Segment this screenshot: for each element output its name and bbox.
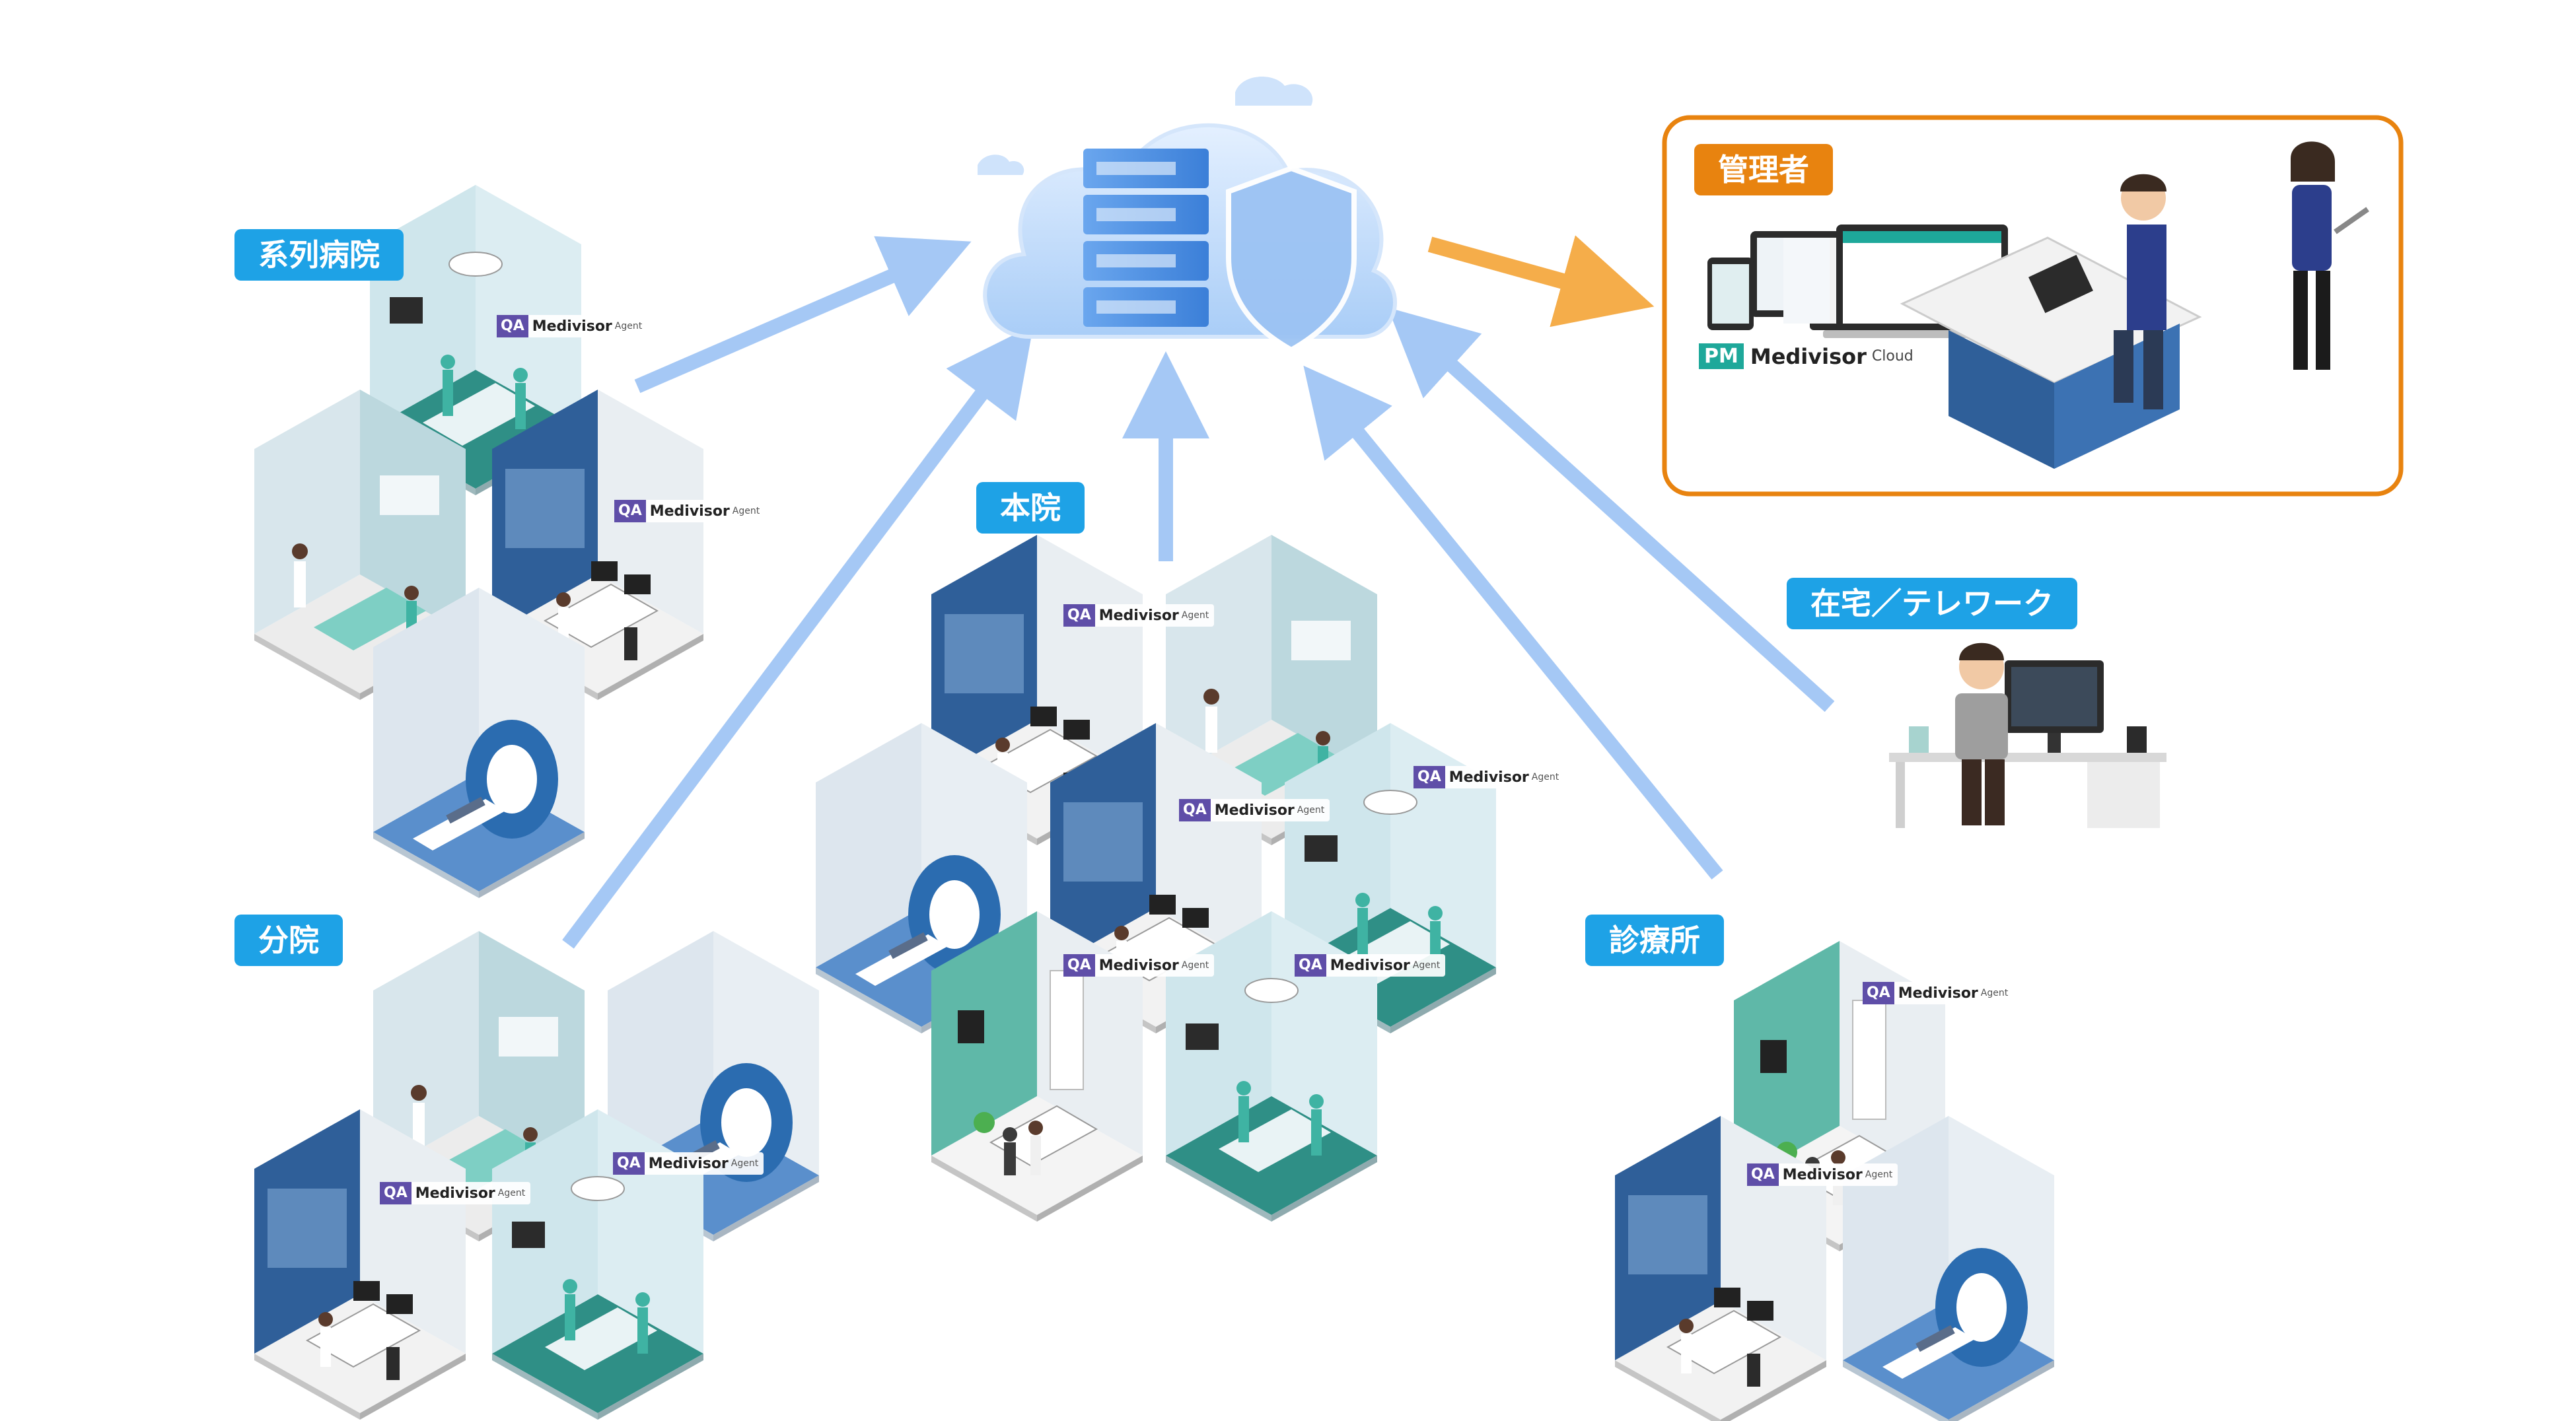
agent-tag: QA Medivisor Agent [497,315,648,337]
bunin-rooms [254,931,819,1420]
arrows [562,235,1835,949]
agent-sub: Agent [1297,805,1325,815]
agent-name: Medivisor [1449,769,1529,786]
agent-tag: QA Medivisor Agent [1063,954,1215,977]
agent-qa-mark: QA [1863,982,1894,1004]
arrow-shinryojo-to-cloud [1303,365,1723,880]
logo-sub: Cloud [1871,348,1914,364]
agent-qa-mark: QA [380,1182,411,1204]
label-telework: 在宅／テレワーク [1787,578,2077,629]
agent-qa-mark: QA [1063,604,1095,627]
agent-qa-mark: QA [497,315,528,337]
agent-tag: QA Medivisor Agent [1179,799,1330,821]
honin-rooms [816,534,1497,1222]
room-office-icon [1614,1115,1827,1421]
agent-tag: QA Medivisor Agent [614,500,766,522]
agent-tag: QA Medivisor Agent [380,1182,531,1204]
arrow-telework-to-cloud [1388,307,1835,712]
arrow-keiretsu-to-cloud [634,236,972,394]
monitor-devices-icon [1707,225,2021,338]
agent-sub: Agent [1865,1169,1893,1180]
label-honin: 本院 [976,482,1085,534]
agent-sub: Agent [732,506,760,516]
agent-name: Medivisor [1214,802,1295,819]
arrow-cloud-to-admin [1427,235,1655,328]
room-office-icon [254,1109,466,1420]
agent-tag: QA Medivisor Agent [1747,1163,1898,1186]
agent-sub: Agent [1531,772,1559,782]
keiretsu-rooms [254,184,704,898]
agent-tag: QA Medivisor Agent [1413,766,1565,788]
medivisor-cloud-logo: PM Medivisor Cloud [1699,343,1914,369]
agent-sub: Agent [1181,960,1209,971]
agent-name: Medivisor [1098,957,1179,974]
agent-name: Medivisor [532,318,612,335]
label-admin: 管理者 [1694,144,1833,195]
agent-qa-mark: QA [1413,766,1445,788]
agent-name: Medivisor [1782,1166,1863,1183]
label-keiretsu: 系列病院 [234,229,404,281]
label-shinryojo: 診療所 [1585,915,1724,966]
agent-qa-mark: QA [1295,954,1326,977]
server-stack-icon [1083,149,1209,327]
telework-desk-icon [1889,642,2166,828]
room-mri-icon [373,588,585,898]
agent-sub: Agent [497,1188,526,1198]
agent-name: Medivisor [649,503,730,520]
shield-icon [1226,165,1357,353]
label-bunin: 分院 [234,915,343,966]
agent-tag: QA Medivisor Agent [1863,982,2014,1004]
agent-name: Medivisor [1098,607,1179,624]
agent-tag: QA Medivisor Agent [1295,954,1446,977]
pm-logo-mark: PM [1699,343,1744,369]
agent-name: Medivisor [1330,957,1410,974]
agent-name: Medivisor [415,1185,495,1202]
agent-tag: QA Medivisor Agent [613,1152,764,1175]
cloud-server-icon [978,77,1398,353]
agent-sub: Agent [731,1158,759,1169]
agent-sub: Agent [1412,960,1441,971]
agent-name: Medivisor [648,1155,729,1172]
agent-qa-mark: QA [1063,954,1095,977]
agent-name: Medivisor [1898,985,1978,1002]
agent-sub: Agent [1181,610,1209,621]
agent-sub: Agent [1980,988,2009,998]
agent-tag: QA Medivisor Agent [1063,604,1215,627]
agent-qa-mark: QA [1747,1163,1779,1186]
arrow-bunin-to-cloud [562,325,1034,949]
room-mri-icon [1843,1116,2054,1421]
logo-name: Medivisor [1750,343,1867,369]
agent-qa-mark: QA [613,1152,645,1175]
admin-desk-icon [1900,174,2202,469]
admin-person-icon [2291,141,2369,370]
agent-sub: Agent [614,321,643,331]
admin-panel [1662,115,2404,497]
agent-qa-mark: QA [1179,799,1211,821]
agent-qa-mark: QA [614,500,646,522]
